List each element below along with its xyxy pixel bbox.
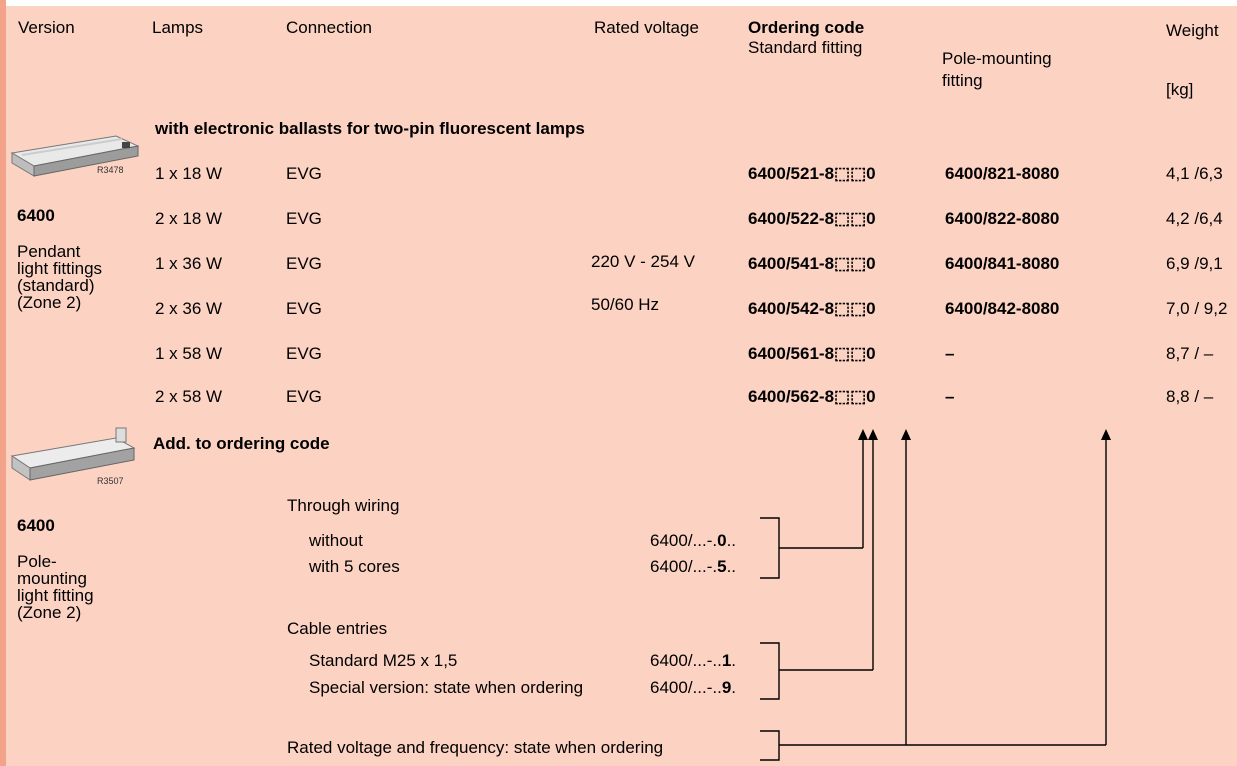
header-connection: Connection (274, 6, 579, 104)
table-row-connection: EVG (274, 153, 579, 195)
left-stripe (0, 0, 6, 766)
table-row-std-code: 6400/562-8⬚⬚0 (736, 378, 930, 415)
voltage-cell (582, 153, 733, 415)
table-row-pole-code: – (933, 378, 1155, 415)
with5-label: with 5 cores (309, 557, 400, 576)
model-1: 6400 (17, 206, 55, 225)
table-row-weight: 8,8 / – (1158, 378, 1237, 415)
table-row-connection: EVG (274, 288, 579, 330)
rated-voltage-freq-label: Rated voltage and frequency: state when … (287, 738, 664, 757)
table-row-weight: 8,7 / – (1158, 333, 1237, 375)
table-row-lamps: 2 x 18 W (143, 198, 271, 240)
special-code: 6400/...-..9. (650, 678, 737, 697)
table-row-connection: EVG (274, 198, 579, 240)
table-row-pole-code: 6400/842-8080 (933, 288, 1155, 330)
table-row-weight: 4,1 /6,3 (1158, 153, 1237, 195)
without-label: without (309, 531, 363, 550)
table-row-pole-code: – (933, 333, 1155, 375)
table-row-std-code: 6400/561-8⬚⬚0 (736, 333, 930, 375)
table-row-lamps: 1 x 58 W (143, 333, 271, 375)
header-weight (1195, 6, 1237, 104)
pendant-fitting-image (10, 135, 140, 177)
table-row-connection: EVG (274, 333, 579, 375)
top-border (6, 0, 1237, 6)
addendum-title: Add. to ordering code (153, 434, 330, 453)
cable-entries-label: Cable entries (287, 619, 388, 638)
model-2: 6400 (17, 516, 55, 535)
addendum-panel (143, 418, 1237, 766)
img2-caption: R3507 (97, 476, 124, 486)
table-row-pole-code: 6400/841-8080 (933, 243, 1155, 285)
table-row-pole-code: 6400/821-8080 (933, 153, 1155, 195)
pole-fitting-image (10, 427, 136, 481)
header-weight-label: Weight (1166, 21, 1219, 40)
standard-m25-code: 6400/...-..1. (650, 651, 737, 670)
header-rated-voltage: Rated voltage (582, 6, 733, 104)
table-row-weight: 7,0 / 9,2 (1158, 288, 1237, 330)
table-row-std-code: 6400/521-8⬚⬚0 (736, 153, 930, 195)
table-row-lamps: 1 x 36 W (143, 243, 271, 285)
voltage-line-2: 50/60 Hz (591, 295, 660, 314)
header-standard-fitting: Standard fitting (748, 38, 863, 57)
header-version: Version (6, 6, 140, 104)
table-row-connection: EVG (274, 378, 579, 415)
with5-code: 6400/...-.5.. (650, 557, 737, 576)
voltage-line-1: 220 V - 254 V (591, 252, 695, 271)
table-row-weight: 4,2 /6,4 (1158, 198, 1237, 240)
table-row-std-code: 6400/542-8⬚⬚0 (736, 288, 930, 330)
without-code: 6400/...-.0.. (650, 531, 737, 550)
through-wiring-label: Through wiring (287, 496, 400, 515)
table-row-lamps: 2 x 58 W (143, 378, 271, 415)
table-row-pole-code: 6400/822-8080 (933, 198, 1155, 240)
section-title: with electronic ballasts for two-pin flu… (143, 107, 1237, 150)
table-row-std-code: 6400/522-8⬚⬚0 (736, 198, 930, 240)
table-row-lamps: 2 x 36 W (143, 288, 271, 330)
standard-m25-label: Standard M25 x 1,5 (309, 651, 458, 670)
header-pole-mounting: Pole-mounting fitting (942, 49, 1052, 90)
table-row-connection: EVG (274, 243, 579, 285)
img1-caption: R3478 (97, 165, 124, 175)
special-label: Special version: state when ordering (309, 678, 584, 697)
table-row-std-code: 6400/541-8⬚⬚0 (736, 243, 930, 285)
table-row-weight: 6,9 /9,1 (1158, 243, 1237, 285)
header-ordering-code: Ordering code Standard fitting (736, 6, 1192, 104)
header-lamps: Lamps (140, 6, 271, 104)
table-row-lamps: 1 x 18 W (143, 153, 271, 195)
header-weight-unit: [kg] (1166, 80, 1194, 99)
